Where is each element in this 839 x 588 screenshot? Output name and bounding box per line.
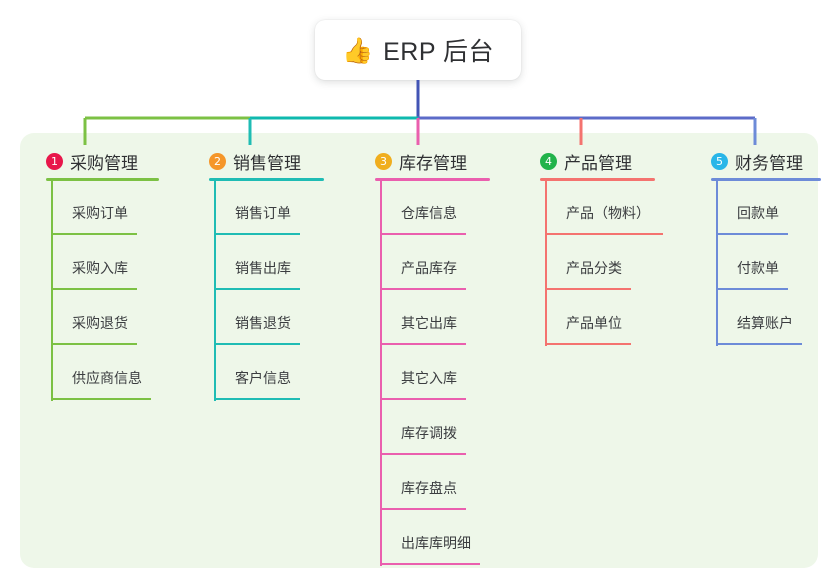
branch-header-销售管理[interactable]: 2 销售管理 <box>196 145 301 178</box>
branch-header-rule <box>209 178 324 181</box>
leaf-node-rule <box>380 398 466 400</box>
branch-spine <box>51 181 53 401</box>
leaf-node-rule <box>51 398 151 400</box>
leaf-node-label: 库存调拨 <box>401 425 457 441</box>
leaf-node-rule <box>716 233 788 235</box>
leaf-node-label: 付款单 <box>737 260 779 276</box>
leaf-node-rule <box>545 233 663 235</box>
branch-title: 销售管理 <box>233 154 301 173</box>
root-node-title: ERP 后台 <box>383 38 495 66</box>
leaf-node-label: 回款单 <box>737 205 779 221</box>
branch-header-rule <box>46 178 159 181</box>
leaf-node-rule <box>214 343 300 345</box>
leaf-node-label: 产品库存 <box>401 260 457 276</box>
leaf-node-label: 采购入库 <box>72 260 128 276</box>
branch-title: 产品管理 <box>564 154 632 173</box>
leaf-node-rule <box>51 343 137 345</box>
branch-spine <box>716 181 718 346</box>
leaf-node-label: 客户信息 <box>235 370 291 386</box>
branch-header-rule <box>540 178 655 181</box>
leaf-node-rule <box>51 233 137 235</box>
leaf-node-rule <box>716 288 788 290</box>
leaf-node-label: 其它出库 <box>401 315 457 331</box>
branch-title: 采购管理 <box>70 154 138 173</box>
leaf-node-rule <box>545 343 631 345</box>
leaf-node-label: 其它入库 <box>401 370 457 386</box>
root-node[interactable]: 👍 ERP 后台 <box>315 20 521 80</box>
leaf-node-rule <box>716 343 802 345</box>
leaf-node-rule <box>380 508 466 510</box>
branch-title: 库存管理 <box>399 154 467 173</box>
leaf-node-label: 采购订单 <box>72 205 128 221</box>
leaf-node-rule <box>380 343 466 345</box>
leaf-node-label: 采购退货 <box>72 315 128 331</box>
branch-spine <box>214 181 216 401</box>
leaf-node-rule <box>214 398 300 400</box>
leaf-node-label: 产品（物料） <box>566 205 650 221</box>
leaf-node-label: 结算账户 <box>737 315 793 331</box>
leaf-node-label: 库存盘点 <box>401 480 457 496</box>
branch-number-badge: 5 <box>711 153 728 170</box>
branch-number-badge: 4 <box>540 153 557 170</box>
branch-spine <box>545 181 547 346</box>
leaf-node-label: 产品分类 <box>566 260 622 276</box>
branch-number-badge: 1 <box>46 153 63 170</box>
branch-header-库存管理[interactable]: 3 库存管理 <box>362 145 467 178</box>
branch-column-财务管理: 5 财务管理回款单付款单结算账户 <box>698 145 821 346</box>
branch-column-销售管理: 2 销售管理销售订单销售出库销售退货客户信息 <box>196 145 324 401</box>
branch-column-库存管理: 3 库存管理仓库信息产品库存其它出库其它入库库存调拨库存盘点出库库明细 <box>362 145 490 566</box>
branch-column-采购管理: 1 采购管理采购订单采购入库采购退货供应商信息 <box>33 145 159 401</box>
branch-number-badge: 2 <box>209 153 226 170</box>
thumbs-up-icon: 👍 <box>341 35 374 65</box>
branch-header-rule <box>711 178 821 181</box>
leaf-node-rule <box>380 233 466 235</box>
leaf-node-rule <box>51 288 137 290</box>
branch-header-rule <box>375 178 490 181</box>
branch-title: 财务管理 <box>735 154 803 173</box>
leaf-node-rule <box>214 233 300 235</box>
leaf-node-rule <box>380 453 466 455</box>
branch-header-财务管理[interactable]: 5 财务管理 <box>698 145 803 178</box>
leaf-node-rule <box>380 288 466 290</box>
leaf-node-label: 销售出库 <box>235 260 291 276</box>
diagram-panel-background <box>20 133 818 568</box>
leaf-node-label: 出库库明细 <box>401 535 471 551</box>
branch-header-产品管理[interactable]: 4 产品管理 <box>527 145 632 178</box>
leaf-node-rule <box>545 288 631 290</box>
leaf-node-label: 销售退货 <box>235 315 291 331</box>
leaf-node-label: 产品单位 <box>566 315 622 331</box>
branch-header-采购管理[interactable]: 1 采购管理 <box>33 145 138 178</box>
leaf-node-rule <box>380 563 480 565</box>
branch-number-badge: 3 <box>375 153 392 170</box>
leaf-node-rule <box>214 288 300 290</box>
leaf-node-label: 销售订单 <box>235 205 291 221</box>
leaf-node-label: 供应商信息 <box>72 370 142 386</box>
branch-column-产品管理: 4 产品管理产品（物料） 产品分类产品单位 <box>527 145 663 346</box>
leaf-node-label: 仓库信息 <box>401 205 457 221</box>
branch-spine <box>380 181 382 566</box>
